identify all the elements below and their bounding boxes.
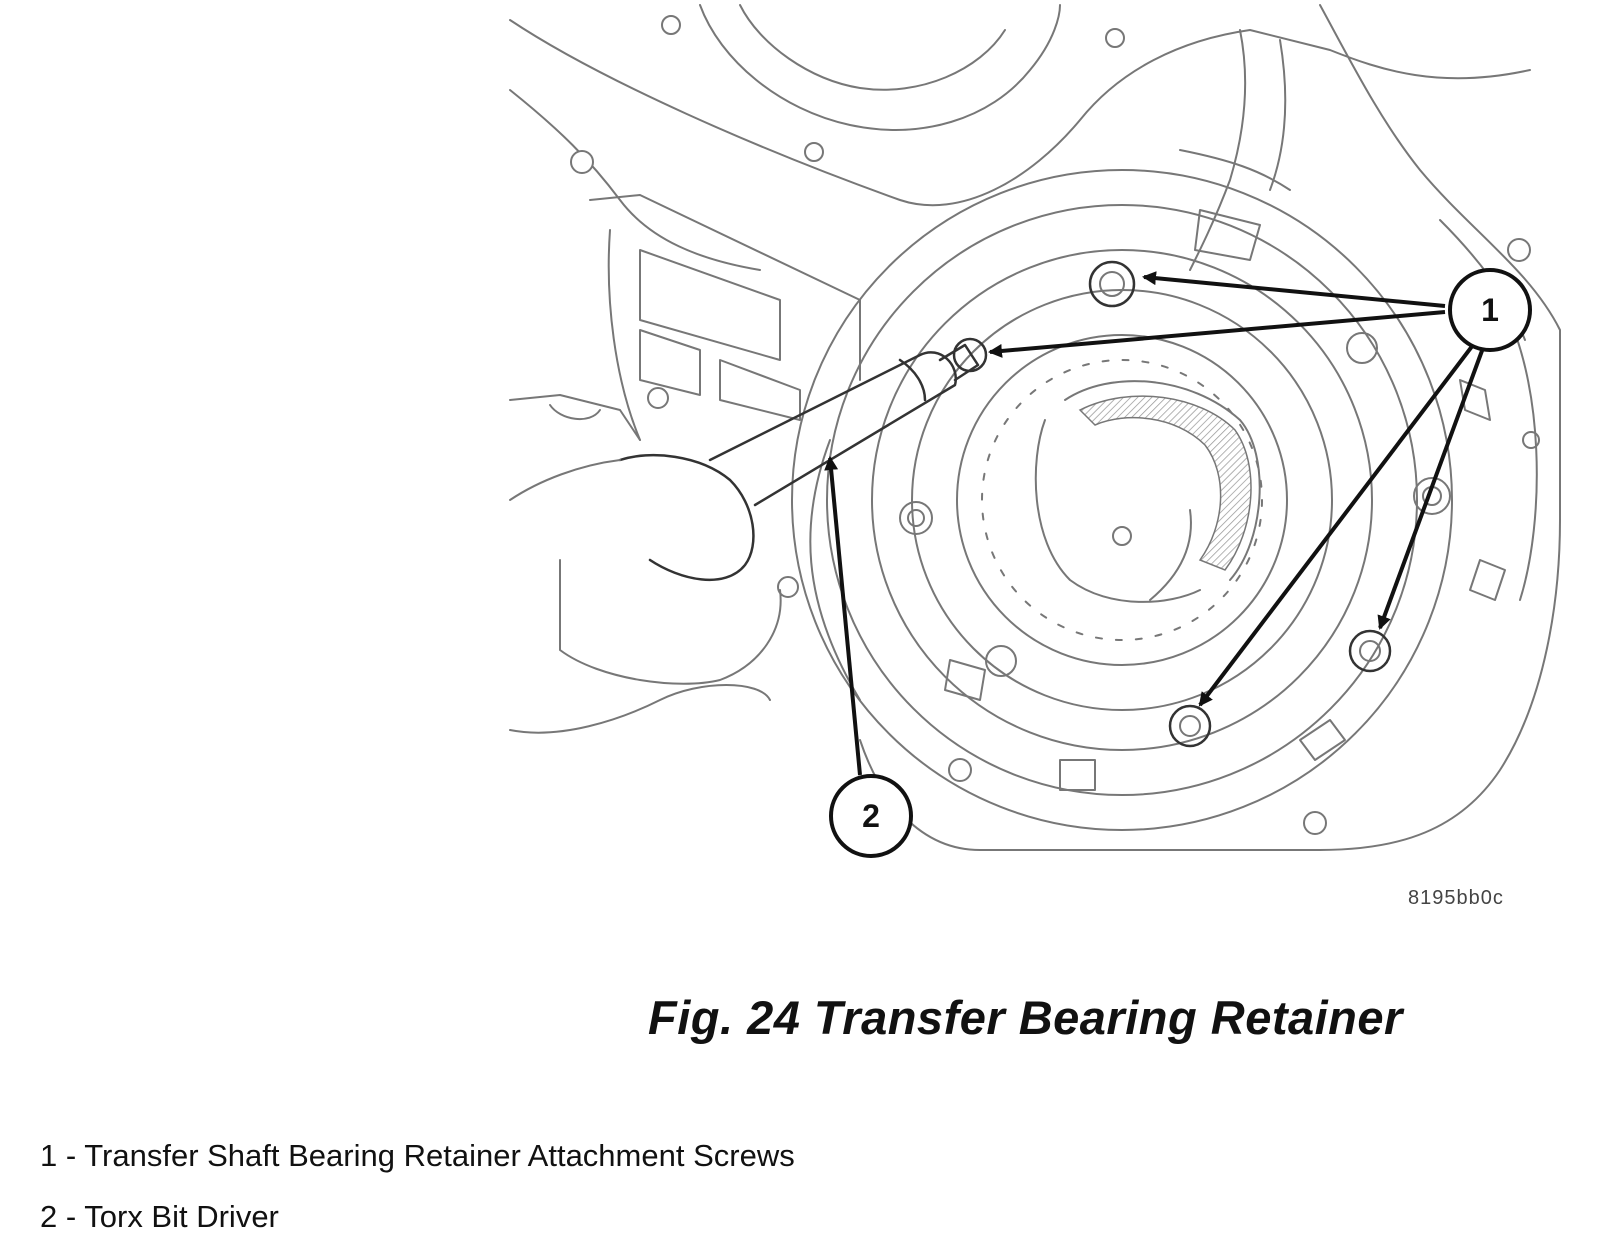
callout-1-arrows <box>988 271 1485 707</box>
bearing-retainer <box>791 169 1538 831</box>
legend: 1Transfer Shaft Bearing Retainer Attachm… <box>40 1138 795 1260</box>
legend-item: 1Transfer Shaft Bearing Retainer Attachm… <box>40 1138 795 1178</box>
torx-bit-driver <box>509 343 980 734</box>
callout-2-arrow <box>824 456 862 776</box>
legend-item-number: 1 <box>40 1138 84 1173</box>
figure-title: Fig. 24 Transfer Bearing Retainer <box>648 991 1403 1044</box>
legend-item: 2Torx Bit Driver <box>40 1199 795 1239</box>
callout-2-label: 2 <box>862 798 880 834</box>
transmission-case <box>509 4 1561 851</box>
figure-code: 8195bb0c <box>1408 887 1504 909</box>
callout-1: 1 <box>1448 268 1532 352</box>
callout-1-label: 1 <box>1481 292 1499 328</box>
callout-2: 2 <box>829 774 913 858</box>
legend-item-text: Transfer Shaft Bearing Retainer Attachme… <box>84 1138 795 1173</box>
legend-item-number: 2 <box>40 1199 84 1234</box>
legend-item-text: Torx Bit Driver <box>84 1199 279 1234</box>
